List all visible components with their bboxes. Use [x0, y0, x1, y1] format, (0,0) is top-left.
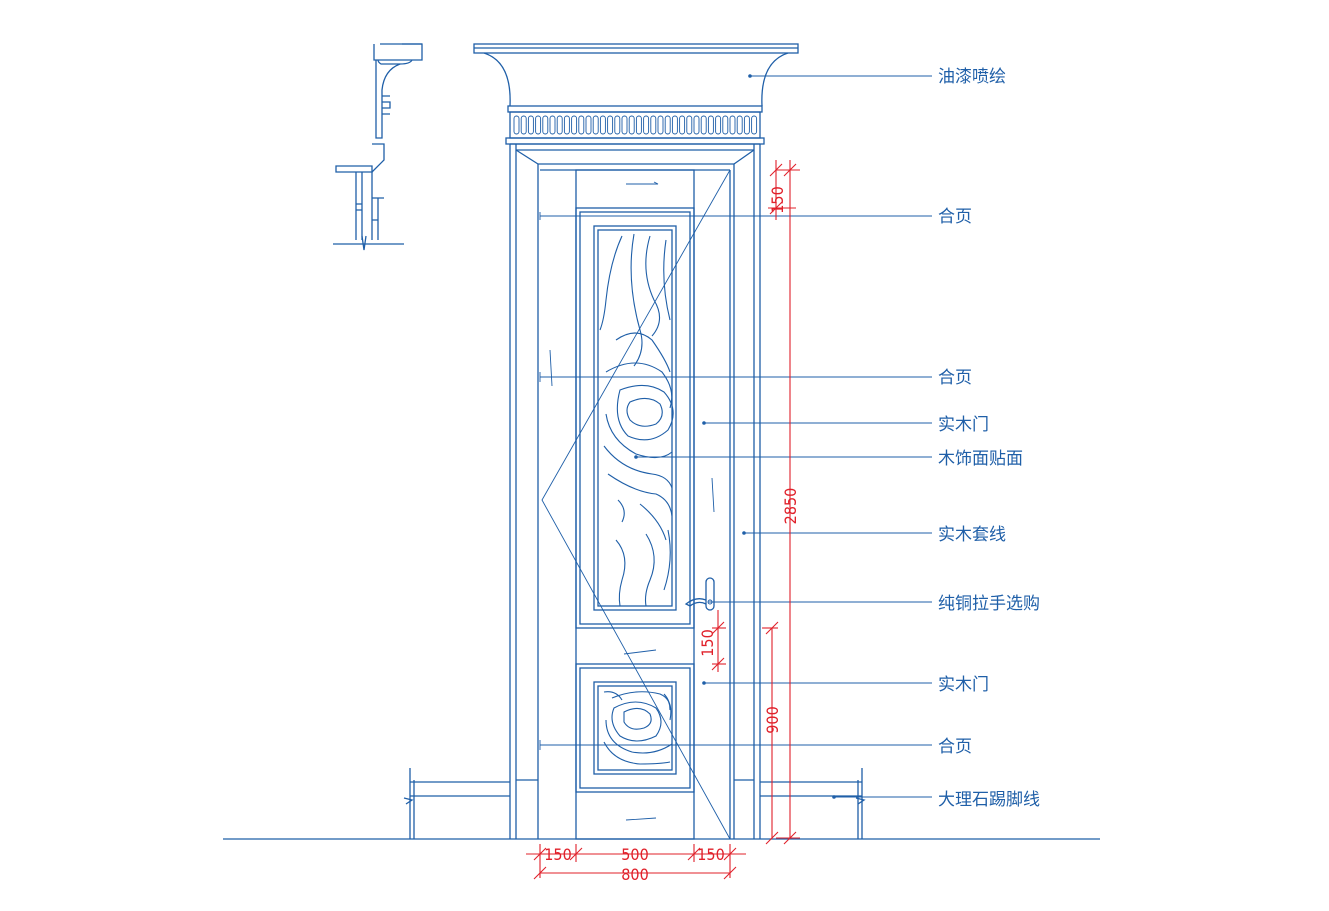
dentil [743, 115, 750, 135]
cornice-section-detail [333, 43, 423, 251]
label-hinge-mid: 合页 [938, 368, 972, 388]
dim-mid-rail: 150 [698, 629, 717, 656]
dentil [628, 115, 635, 135]
dentil [679, 115, 686, 135]
dentil [535, 115, 542, 135]
dentil [513, 115, 520, 135]
label-frame-trim: 实木套线 [938, 525, 1006, 545]
dentil [657, 115, 664, 135]
dim-panel-width: 500 [621, 845, 648, 864]
door-cornice [473, 43, 799, 145]
lower-panel-wood-grain [603, 691, 673, 765]
dentil [599, 115, 606, 135]
dentil [585, 115, 592, 135]
dentil [556, 115, 563, 135]
dentil [542, 115, 549, 135]
dentil [751, 115, 758, 135]
dentil [614, 115, 621, 135]
dentil [715, 115, 722, 135]
dentil [643, 115, 650, 135]
dentil [607, 115, 614, 135]
label-handle: 纯铜拉手选购 [938, 594, 1040, 614]
dim-stile-right: 150 [697, 845, 724, 864]
dentil [621, 115, 628, 135]
dentil [520, 115, 527, 135]
dentil [693, 115, 700, 135]
dim-stile-left: 150 [544, 845, 571, 864]
dentil [700, 115, 707, 135]
dentil [563, 115, 570, 135]
dim-handle-height: 900 [763, 706, 782, 733]
leader-lines [540, 74, 932, 799]
dentil [686, 115, 693, 135]
dimension-lines [526, 160, 800, 880]
door-casing [509, 143, 761, 839]
dentil [578, 115, 585, 135]
label-hinge-bottom: 合页 [938, 737, 972, 757]
dim-total-height: 2850 [781, 488, 800, 525]
dim-total-width: 800 [621, 865, 648, 884]
label-hinge-top: 合页 [938, 207, 972, 227]
dentil [592, 115, 599, 135]
door-leaf [541, 169, 731, 840]
label-solid-door-lower: 实木门 [938, 675, 989, 695]
dentil [722, 115, 729, 135]
dentil [549, 115, 556, 135]
dentil [671, 115, 678, 135]
cornice-dentils [513, 115, 758, 135]
dentil [736, 115, 743, 135]
upper-panel-wood-grain [599, 233, 674, 607]
dentil [707, 115, 714, 135]
label-baseboard: 大理石踢脚线 [938, 790, 1040, 810]
label-paint: 油漆喷绘 [938, 67, 1006, 87]
dentil [527, 115, 534, 135]
label-solid-door-upper: 实木门 [938, 415, 989, 435]
marble-baseboard [403, 768, 866, 839]
dentil [729, 115, 736, 135]
dim-top-rail: 150 [768, 186, 787, 213]
label-veneer: 木饰面贴面 [938, 449, 1023, 469]
dentil [664, 115, 671, 135]
dentil [571, 115, 578, 135]
dentil [650, 115, 657, 135]
dentil [635, 115, 642, 135]
